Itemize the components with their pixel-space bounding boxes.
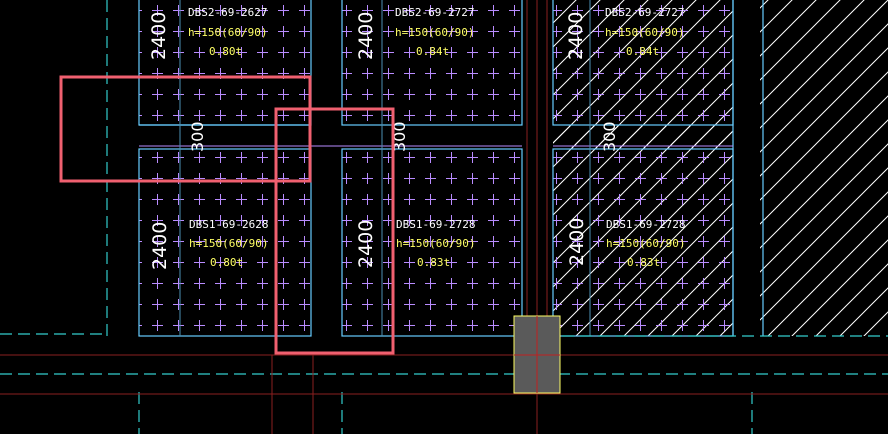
panel-fill <box>553 149 733 336</box>
panel-weight: 0.84t <box>416 45 449 58</box>
panel-borders <box>138 0 764 337</box>
panel-border-a2 <box>138 148 312 337</box>
gap-hatch <box>553 125 733 149</box>
panel-weight: 0.80t <box>209 45 242 58</box>
panel-fills <box>139 0 733 336</box>
gap-dimension: 300 <box>600 121 619 152</box>
panel-name: DBS2-69-2627 <box>188 6 267 19</box>
selection-highlights[interactable] <box>59 75 395 355</box>
panel-label-c2: DBS1-69-2728 h=150(60/90) 0.83t 2400 <box>566 218 685 269</box>
gap-dimensions: 300 300 300 <box>188 121 619 152</box>
panel-labels: DBS2-69-2627 h=150(60/90) 0.80t 2400 DBS… <box>148 6 685 270</box>
panel-weight: 0.84t <box>626 45 659 58</box>
panel-weight: 0.83t <box>417 256 450 269</box>
panel-fill <box>139 0 311 125</box>
panel-name: DBS2-69-2727 <box>605 6 684 19</box>
panel-fill <box>342 149 522 336</box>
panel-dimension: 2400 <box>149 222 171 270</box>
panel-spec: h=150(60/90) <box>605 26 684 39</box>
panel-dimension: 2400 <box>355 220 377 268</box>
panel-name: DBS1-69-2728 <box>606 218 685 231</box>
panel-spec: h=150(60/90) <box>395 26 474 39</box>
panel-label-a1: DBS2-69-2627 h=150(60/90) 0.80t 2400 <box>148 6 267 60</box>
panel-fill <box>553 0 733 125</box>
panel-name: DBS1-69-2628 <box>189 218 268 231</box>
panel-label-b2: DBS1-69-2728 h=150(60/90) 0.83t 2400 <box>355 218 475 269</box>
panel-label-c1: DBS2-69-2727 h=150(60/90) 0.84t 2400 <box>565 6 684 60</box>
panel-weight: 0.83t <box>627 256 660 269</box>
panel-spec: h=150(60/90) <box>606 237 685 250</box>
rebar-lines <box>139 0 733 336</box>
panel-spec: h=150(60/90) <box>189 237 268 250</box>
panel-label-b1: DBS2-69-2727 h=150(60/90) 0.84t 2400 <box>355 6 474 60</box>
panel-dimension: 2400 <box>355 12 377 60</box>
selection-box-horizontal[interactable] <box>59 75 312 183</box>
panel-border-b2 <box>341 148 523 337</box>
panel-weight: 0.80t <box>210 256 243 269</box>
panel-name: DBS2-69-2727 <box>395 6 474 19</box>
panel-dimension: 2400 <box>566 218 588 266</box>
panel-name: DBS1-69-2728 <box>396 218 475 231</box>
selection-box-vertical[interactable] <box>274 107 395 355</box>
panel-dimension: 2400 <box>565 12 587 60</box>
panel-dimension: 2400 <box>148 12 170 60</box>
panel-spec: h=150(60/90) <box>396 237 475 250</box>
panel-fill <box>342 0 522 125</box>
panel-label-a2: DBS1-69-2628 h=150(60/90) 0.80t 2400 <box>149 218 268 270</box>
gap-dimension: 300 <box>188 121 207 152</box>
column[interactable] <box>513 315 561 394</box>
gap-dimension: 300 <box>390 121 409 152</box>
panel-spec: h=150(60/90) <box>188 26 267 39</box>
panel-border-b1 <box>341 0 523 126</box>
hatch-zone-right <box>760 0 888 336</box>
